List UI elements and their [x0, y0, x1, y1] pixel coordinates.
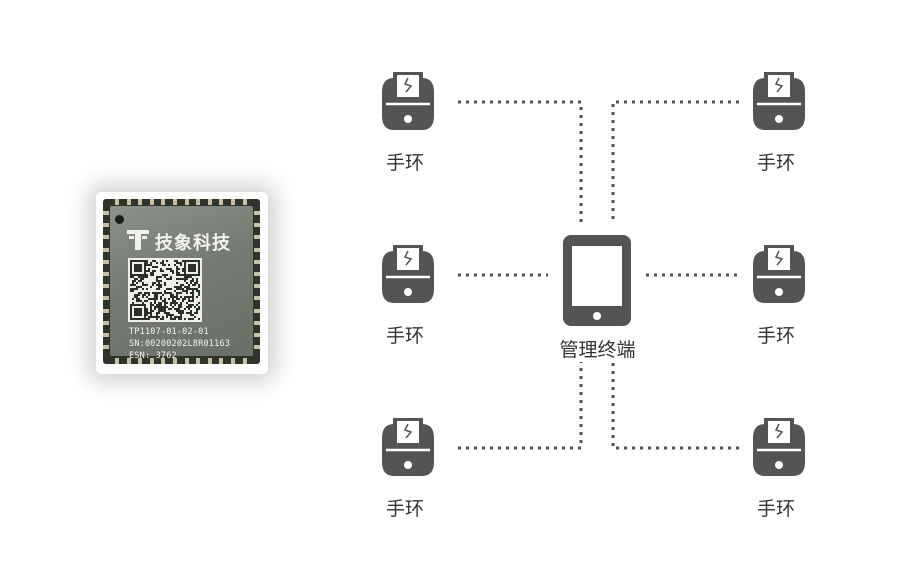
module-pad [254, 320, 260, 325]
band-label: 手环 [757, 325, 796, 347]
link-right-top [611, 100, 739, 224]
module-pad [138, 199, 143, 205]
module-pad [161, 358, 166, 364]
module-model: TP1107-01-02-01 [129, 327, 209, 337]
module-pad [254, 333, 260, 337]
module-pad [103, 284, 109, 289]
pin1-marker [115, 215, 124, 224]
module-pad [231, 199, 235, 205]
module-pad [254, 235, 260, 240]
module-pad [254, 296, 260, 301]
smart-band-icon [749, 416, 809, 478]
tablet-icon [563, 235, 631, 326]
module-pad [207, 199, 212, 205]
module-pad [103, 272, 109, 276]
module-pad [254, 308, 260, 313]
module-pad [103, 211, 109, 215]
iot-module-chip: 技象科技 TP1107-01-02-01 SN:00200202L8R01163… [103, 199, 260, 364]
module-pad [254, 284, 260, 289]
band-label: 手环 [386, 325, 425, 347]
link-left-bottom [458, 362, 583, 450]
module-pad [254, 247, 260, 252]
module-pad [184, 199, 189, 205]
brand-logo-icon [127, 230, 149, 250]
module-pad [103, 308, 109, 313]
module-pad [103, 333, 109, 337]
module-brand: 技象科技 [155, 233, 231, 254]
module-pad [231, 358, 235, 364]
module-pad [196, 199, 201, 205]
band-label: 手环 [386, 152, 425, 174]
module-pad [103, 320, 109, 325]
module-pad [254, 272, 260, 276]
smart-band-icon [378, 243, 438, 305]
module-shield: 技象科技 TP1107-01-02-01 SN:00200202L8R01163… [110, 206, 253, 361]
module-pad [103, 345, 109, 350]
module-pad [138, 358, 143, 364]
module-pad [173, 358, 177, 364]
module-pad [103, 259, 109, 264]
module-serial: SN:00200202L8R01163 [129, 339, 231, 349]
module-pad [254, 259, 260, 264]
module-pad [196, 358, 201, 364]
hub-label: 管理终端 [559, 339, 636, 361]
qr-code [128, 258, 202, 322]
band-label: 手环 [386, 498, 425, 520]
module-pad [219, 358, 224, 364]
module-pad [161, 199, 166, 205]
module-pad [126, 199, 131, 205]
module-pad [126, 358, 131, 364]
link-left-top [458, 100, 583, 224]
band-label: 手环 [757, 152, 796, 174]
module-pad [103, 223, 109, 228]
module-esn: ESN: 3762 [129, 351, 177, 361]
module-pad [149, 358, 154, 364]
module-pad [115, 199, 119, 205]
band-label: 手环 [757, 498, 796, 520]
module-pad [103, 247, 109, 252]
module-pad [173, 199, 177, 205]
module-pad [115, 358, 119, 364]
link-right-bottom [611, 362, 739, 450]
module-pad [184, 358, 189, 364]
module-pad [254, 211, 260, 215]
module-pad [254, 345, 260, 350]
module-pad [242, 199, 247, 205]
module-pad [242, 358, 247, 364]
module-pad [103, 235, 109, 240]
smart-band-icon [378, 70, 438, 132]
module-pad [207, 358, 212, 364]
module-pad [219, 199, 224, 205]
smart-band-icon [749, 70, 809, 132]
module-pad [149, 199, 154, 205]
module-pad [103, 296, 109, 301]
module-pad [254, 223, 260, 228]
smart-band-icon [378, 416, 438, 478]
smart-band-icon [749, 243, 809, 305]
